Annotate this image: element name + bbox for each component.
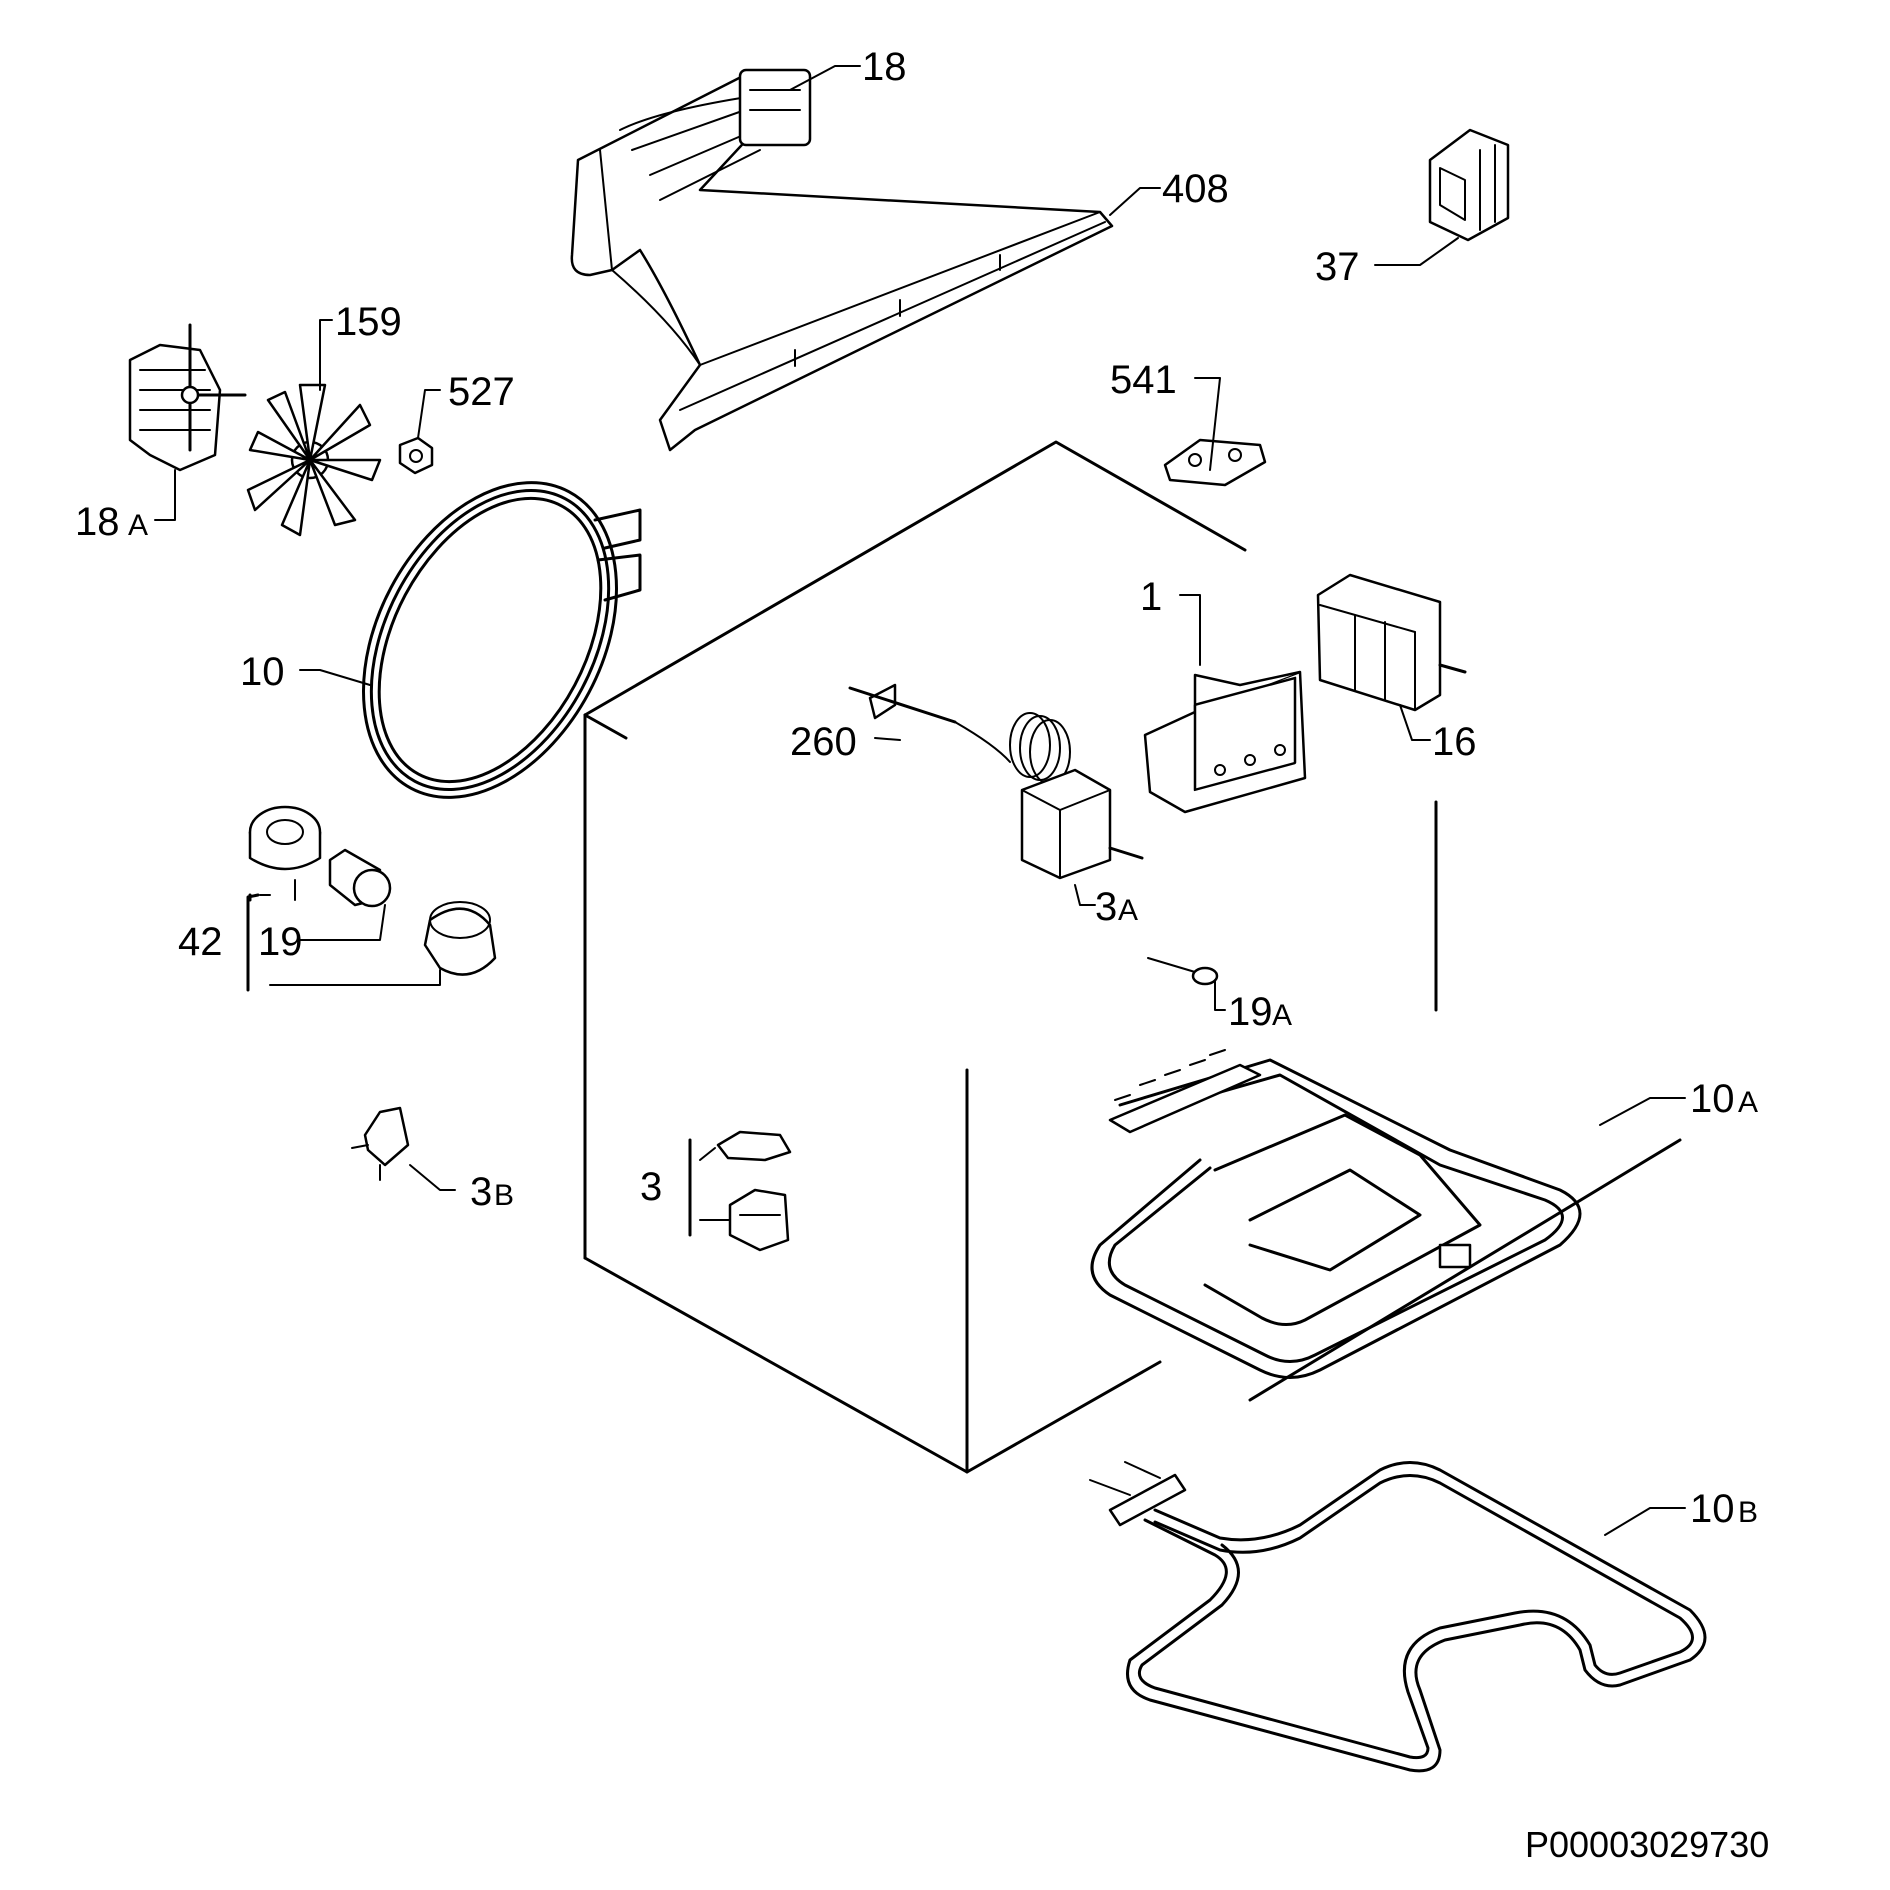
label-42: 42 bbox=[178, 920, 223, 964]
label-18a-suffix: A bbox=[128, 509, 148, 542]
thermostat bbox=[848, 683, 1144, 880]
label-3a-suffix: A bbox=[1118, 894, 1138, 927]
label-19a: 19 bbox=[1228, 990, 1273, 1034]
part-labels: 18 408 37 159 527 541 18 A 10 1 16 260 3… bbox=[75, 45, 1758, 1531]
label-10a-suffix: A bbox=[1738, 1086, 1758, 1119]
label-408: 408 bbox=[1162, 167, 1229, 211]
label-18a: 18 bbox=[75, 500, 120, 544]
label-10b: 10 bbox=[1690, 1487, 1735, 1531]
label-527: 527 bbox=[448, 370, 515, 414]
air-duct-part bbox=[570, 68, 1114, 452]
label-10b-suffix: B bbox=[1738, 1496, 1758, 1529]
grill-heating-element bbox=[1090, 1049, 1682, 1402]
lamp-wire-part bbox=[1147, 957, 1219, 986]
switch-parts-3 bbox=[716, 1130, 792, 1252]
label-10: 10 bbox=[240, 650, 285, 694]
oven-cavity bbox=[583, 440, 1438, 1474]
lamp-assembly bbox=[248, 805, 497, 976]
bracket-part-37 bbox=[1428, 128, 1510, 242]
label-19: 19 bbox=[258, 920, 303, 964]
label-3: 3 bbox=[640, 1165, 662, 1209]
switch-part-3b bbox=[351, 1106, 410, 1181]
circular-heating-element bbox=[362, 481, 642, 799]
fan-motor bbox=[128, 323, 247, 472]
label-18: 18 bbox=[862, 45, 907, 89]
label-37: 37 bbox=[1315, 245, 1360, 289]
label-1: 1 bbox=[1140, 575, 1162, 619]
fan-blade bbox=[246, 383, 382, 537]
bottom-heating-element bbox=[1089, 1461, 1707, 1773]
label-10a: 10 bbox=[1690, 1077, 1735, 1121]
label-3a: 3 bbox=[1095, 885, 1117, 929]
selector-switch bbox=[1316, 573, 1467, 712]
leader-lines bbox=[154, 65, 1686, 1536]
fan-nut bbox=[398, 436, 434, 475]
label-260: 260 bbox=[790, 720, 857, 764]
label-16: 16 bbox=[1432, 720, 1477, 764]
label-19a-suffix: A bbox=[1272, 999, 1292, 1032]
timer-module bbox=[1143, 670, 1307, 814]
label-3b: 3 bbox=[470, 1170, 492, 1214]
label-3b-suffix: B bbox=[494, 1179, 514, 1212]
label-159: 159 bbox=[335, 300, 402, 344]
drawing-code: P00003029730 bbox=[1525, 1824, 1769, 1865]
clip-part-541 bbox=[1163, 438, 1267, 487]
label-541: 541 bbox=[1110, 358, 1177, 402]
